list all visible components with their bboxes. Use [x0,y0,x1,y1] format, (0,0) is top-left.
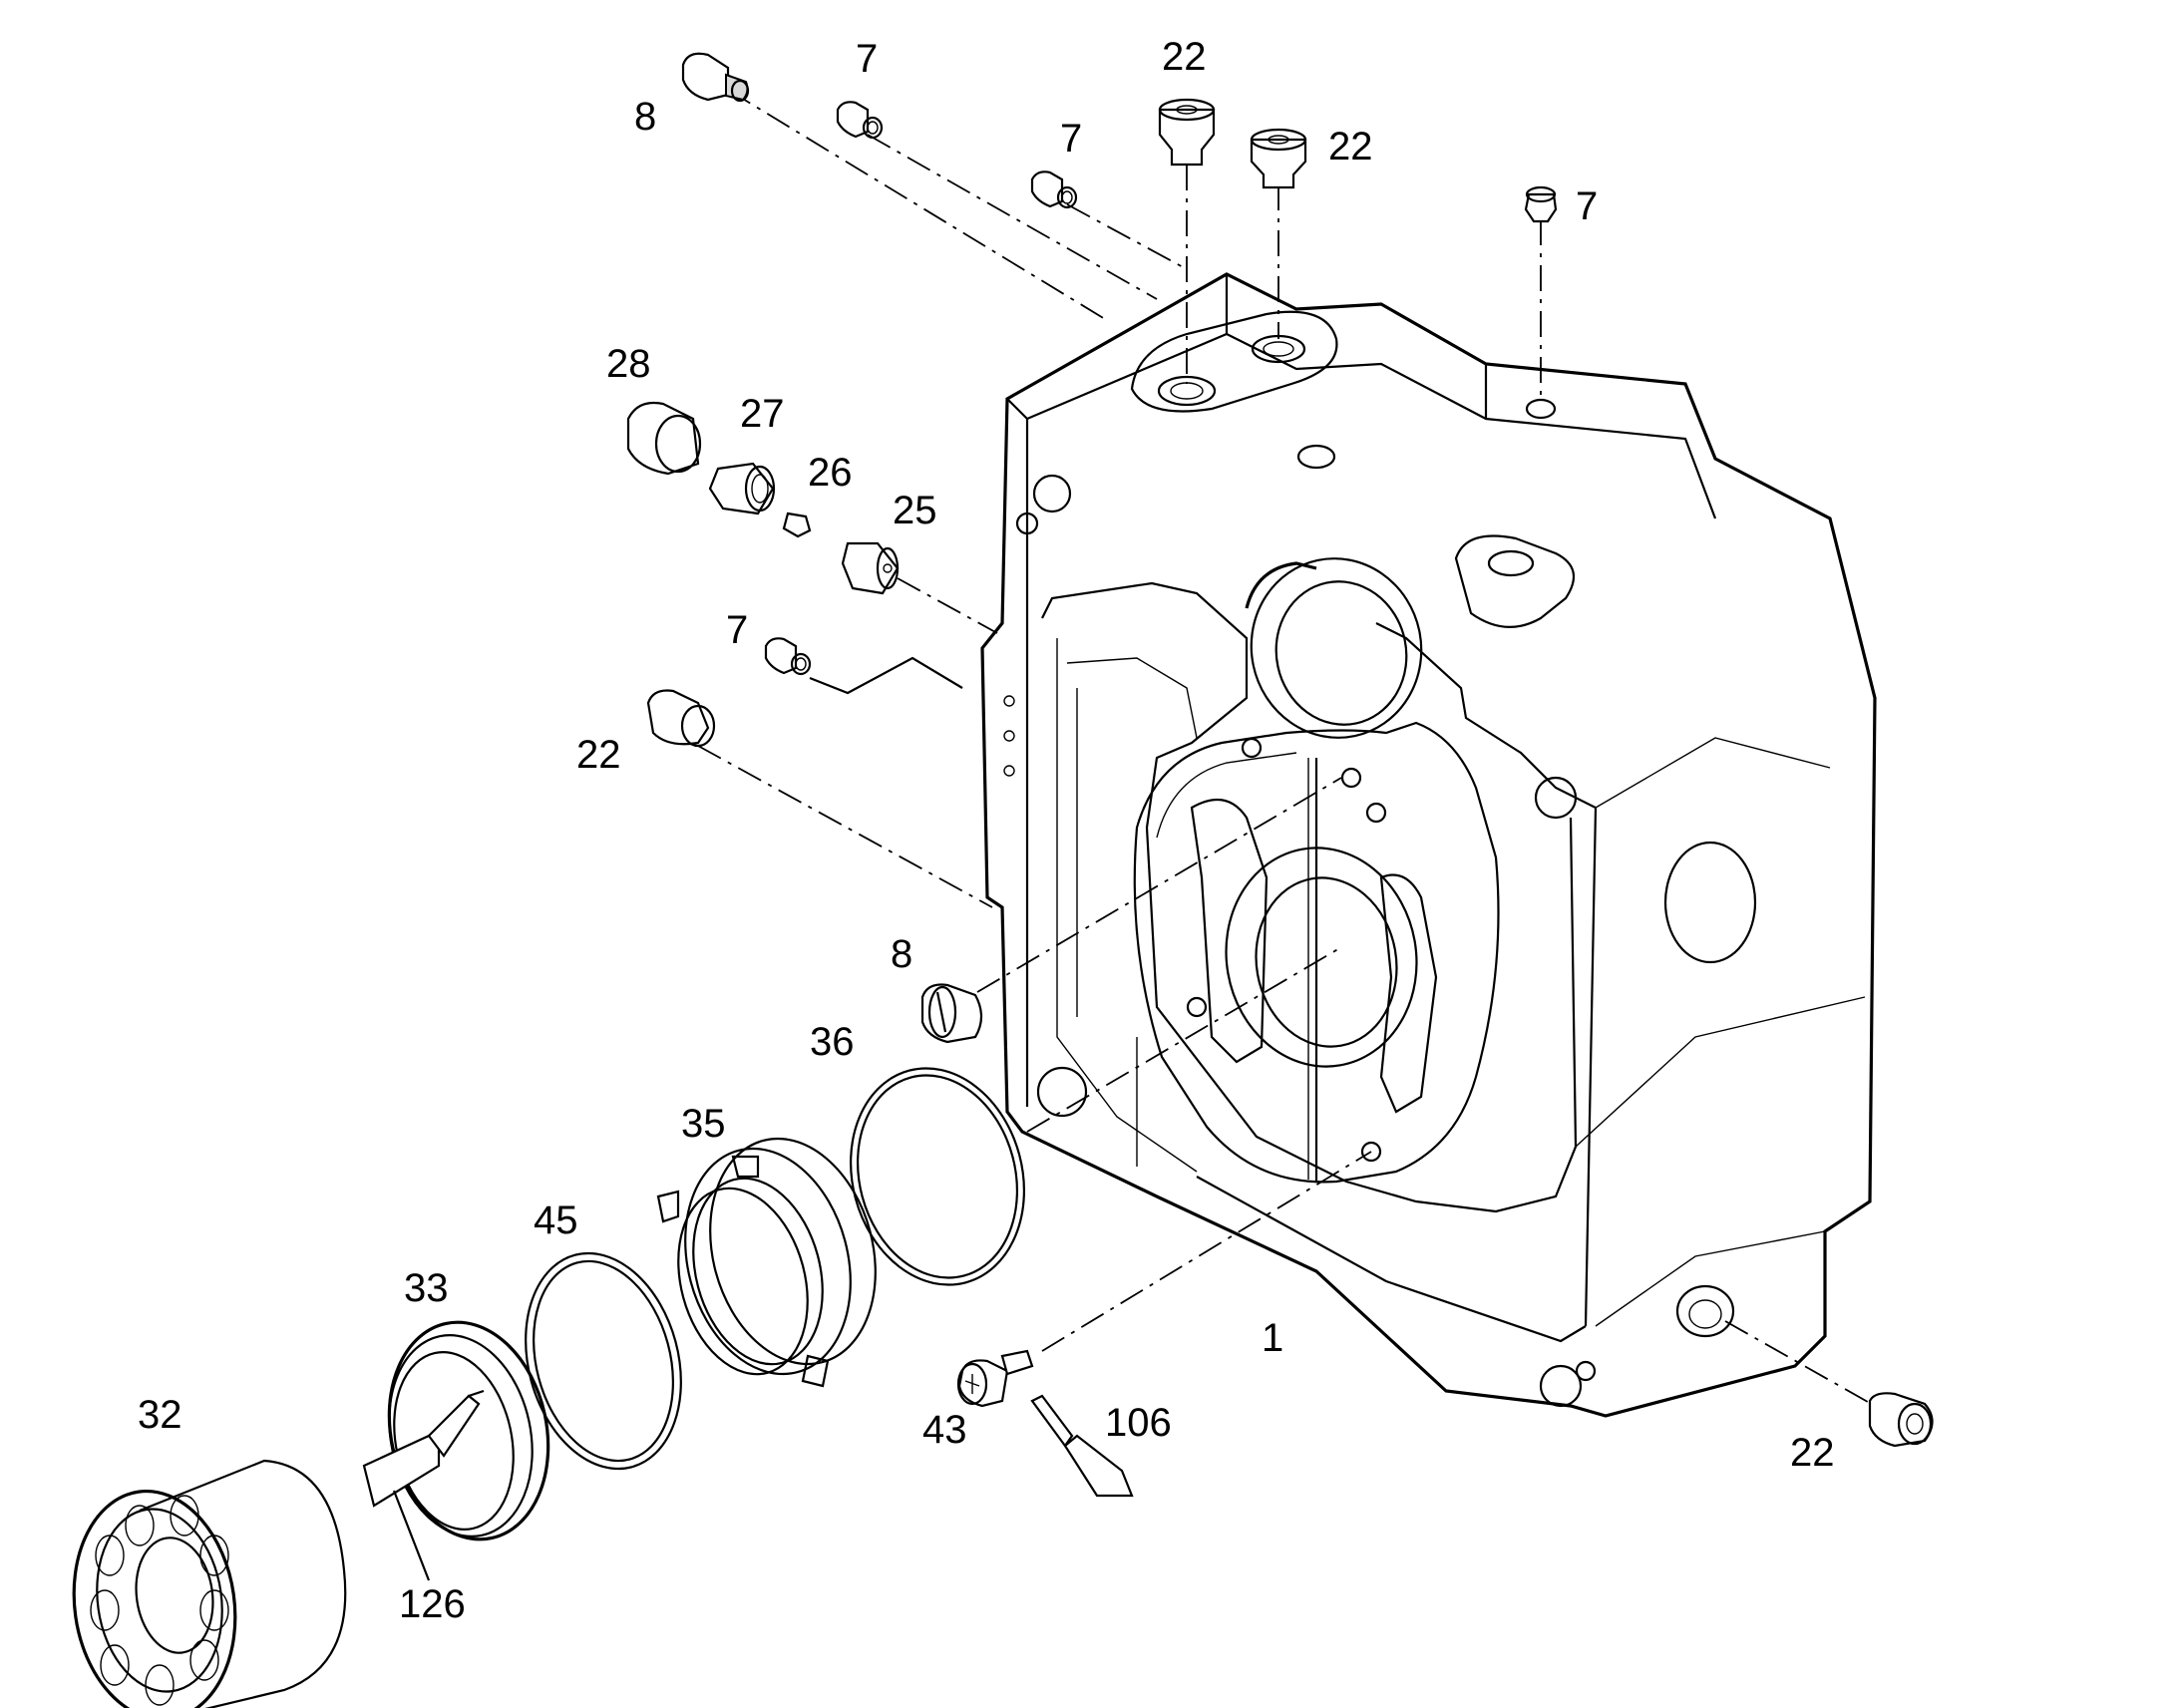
nozzle-part-25 [841,541,900,595]
label-part-22c: 22 [576,733,621,777]
label-part-106: 106 [1105,1401,1172,1445]
label-part-35: 35 [681,1102,726,1146]
label-part-45: 45 [534,1198,578,1242]
label-part-33: 33 [404,1266,449,1310]
label-part-25: 25 [893,489,937,532]
label-part-8b: 8 [891,932,912,976]
plug-part-22-a [1158,98,1216,167]
plug-part-8-top [681,52,750,103]
plug-part-7-b [1030,171,1078,209]
o-ring-part-36 [850,1067,1025,1286]
assembly-leader-lines [697,89,1876,1407]
ring-part-35 [656,1137,877,1388]
plug-part-22-c [646,689,716,748]
label-part-8a: 8 [634,95,656,139]
label-part-26: 26 [808,451,853,495]
ring-part-45 [525,1251,682,1471]
screw-part-43 [956,1349,1034,1408]
label-part-1: 1 [1262,1316,1283,1360]
pin-part-26 [782,512,812,538]
label-part-43: 43 [922,1408,967,1452]
applicator-part-126 [362,1389,485,1581]
sleeve-part-27 [708,462,776,515]
label-part-22a: 22 [1162,35,1207,79]
tool-part-106 [1030,1394,1134,1498]
plug-part-28 [626,401,702,476]
plug-part-22-b [1250,128,1307,189]
label-part-7c: 7 [1576,184,1598,228]
part-labels: 1 7 7 7 7 8 8 22 22 22 22 25 26 27 28 32… [138,35,1835,1626]
label-part-22d: 22 [1790,1431,1835,1475]
seal-part-33 [387,1320,550,1541]
roller-bearing-part-32 [72,1459,347,1708]
plug-part-7-a [836,101,884,140]
label-part-22b: 22 [1328,125,1373,169]
plug-part-22-d [1868,1392,1934,1448]
label-part-7d: 7 [726,608,748,652]
label-part-126: 126 [399,1582,466,1626]
housing-part-1 [980,272,1877,1418]
label-part-28: 28 [606,342,651,386]
plug-part-7-d [764,637,812,676]
label-part-27: 27 [740,392,785,436]
label-part-7b: 7 [1060,117,1082,161]
screw-part-8-middle [920,983,983,1044]
label-part-32: 32 [138,1393,182,1437]
label-part-7a: 7 [856,37,878,81]
plug-part-7-c [1524,185,1558,223]
label-part-36: 36 [810,1020,855,1064]
